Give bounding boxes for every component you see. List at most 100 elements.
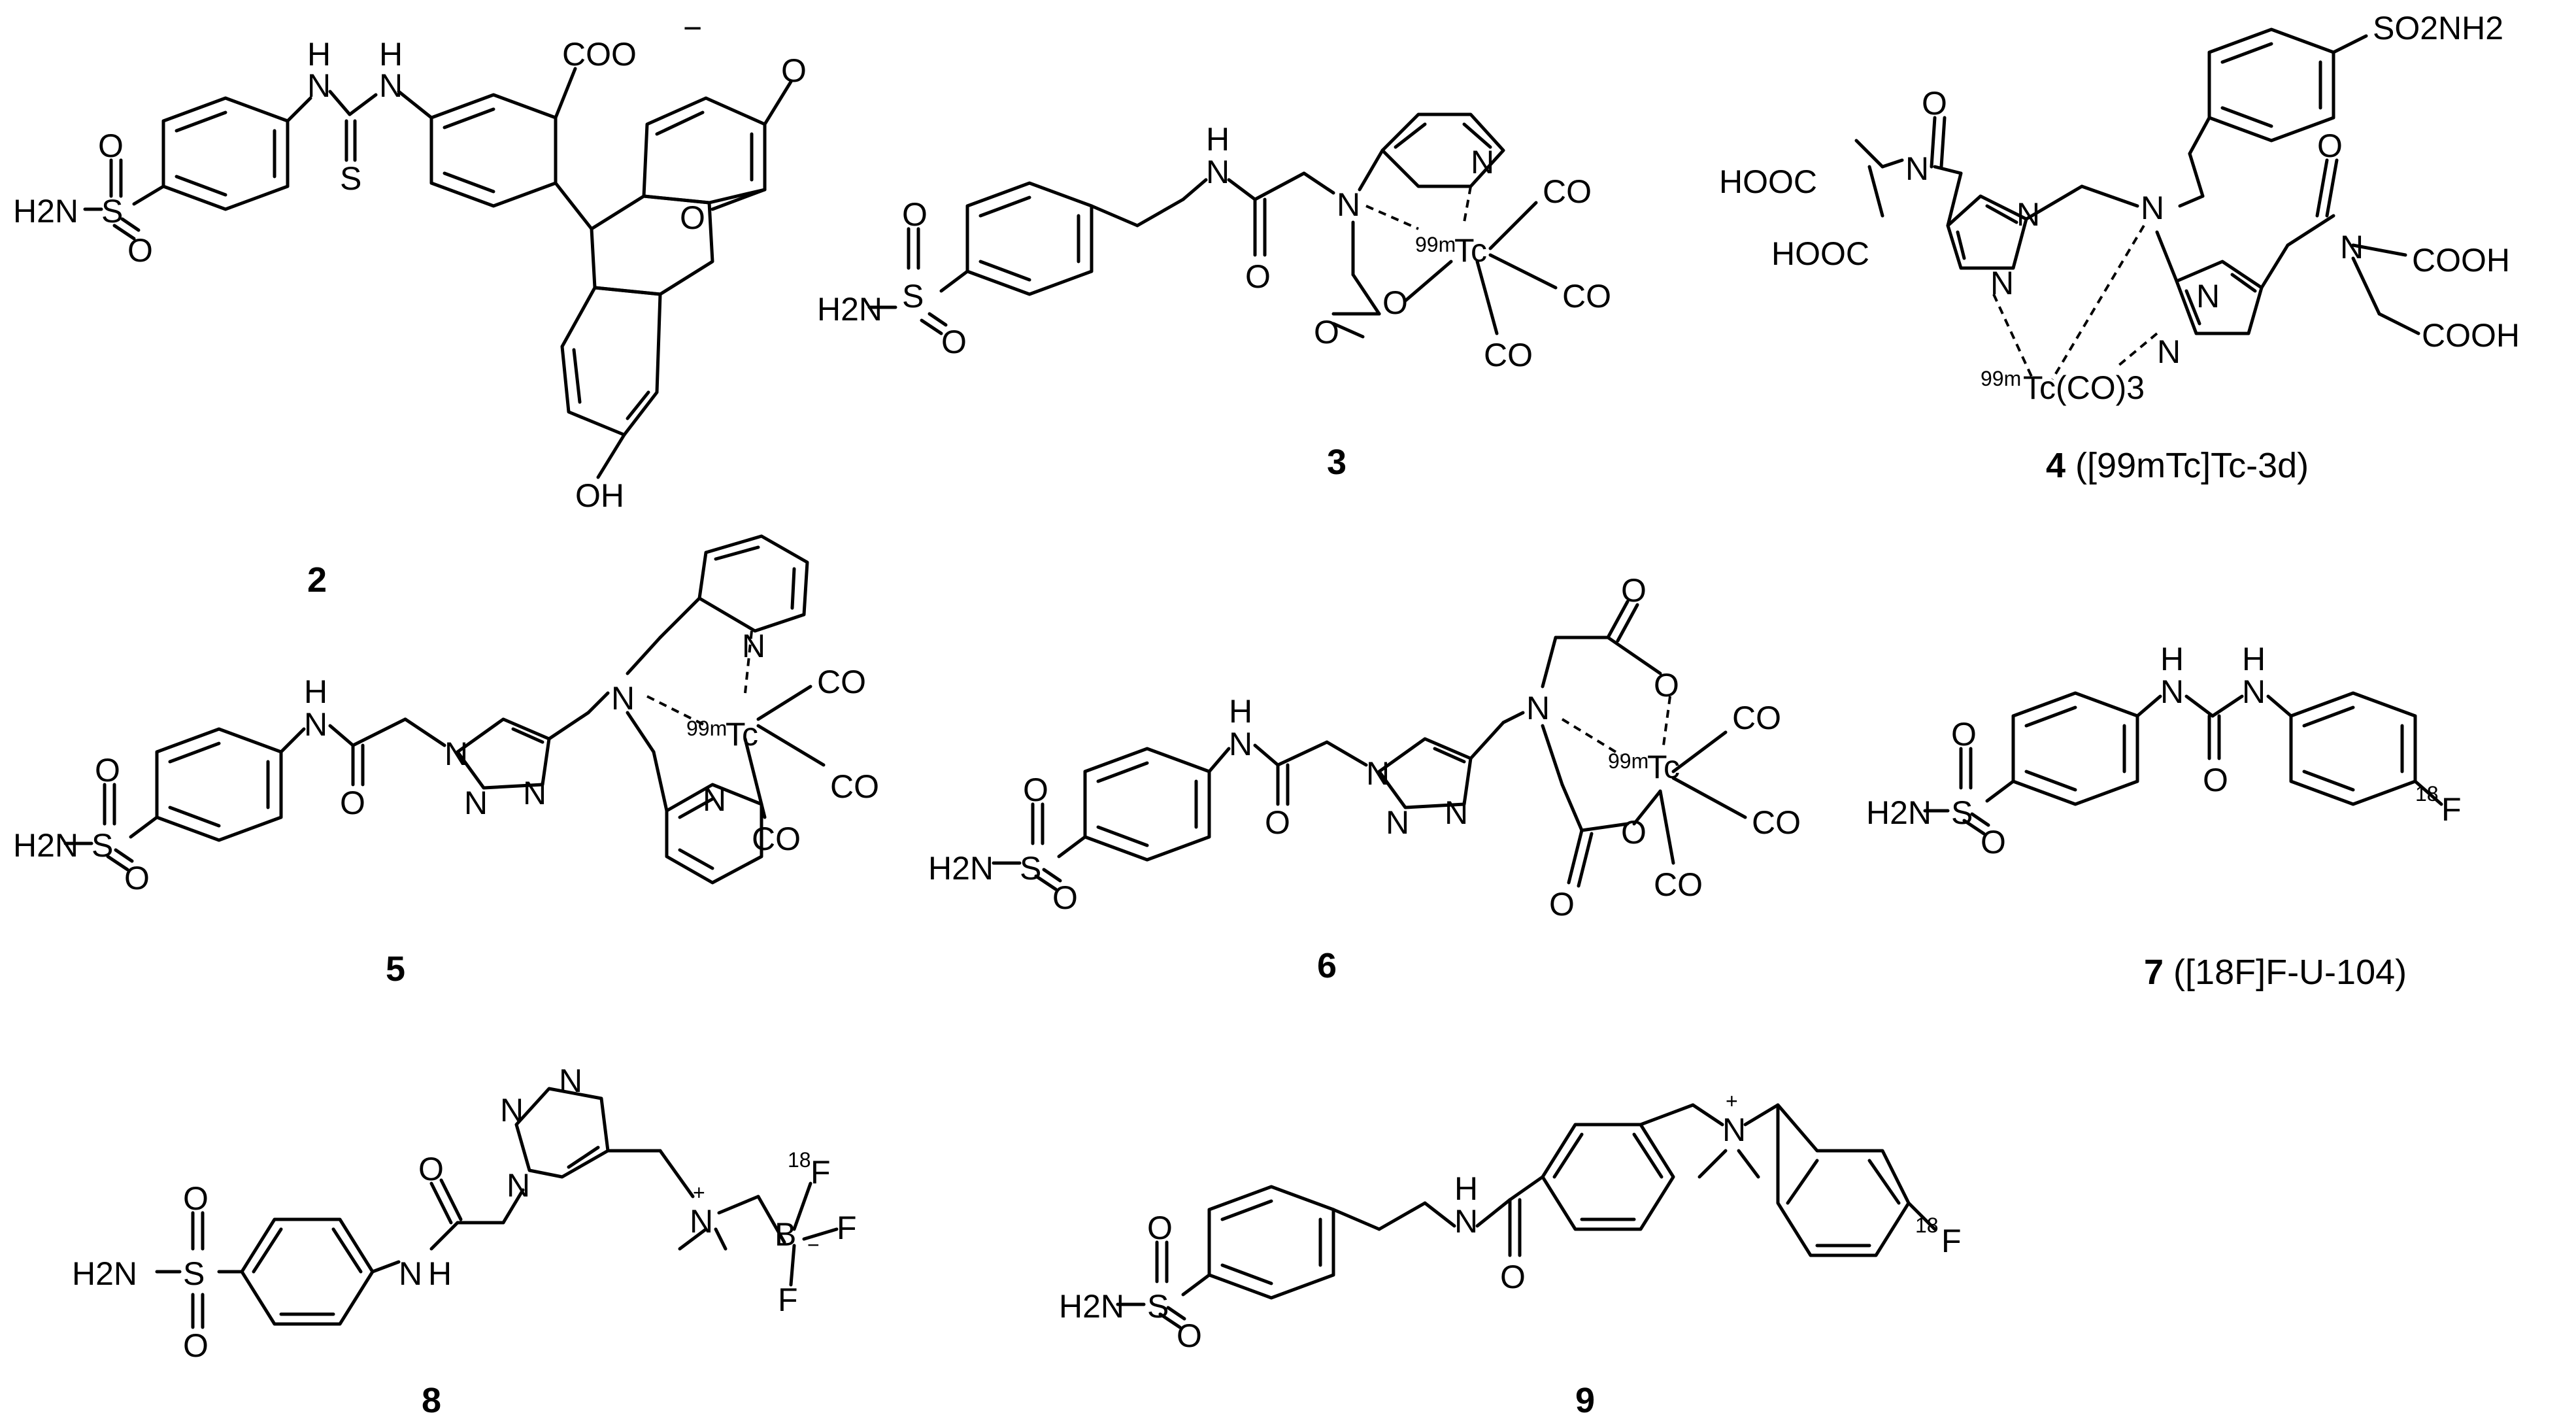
svg-text:N: N <box>742 628 765 664</box>
svg-text:N: N <box>1366 755 1390 792</box>
svg-text:99m: 99m <box>1415 233 1456 256</box>
svg-text:Tc: Tc <box>726 716 758 753</box>
svg-text:N: N <box>507 1167 530 1204</box>
svg-text:CO: CO <box>1543 173 1592 210</box>
svg-text:O: O <box>1951 716 1977 753</box>
svg-text:CO: CO <box>1732 700 1781 736</box>
svg-text:HOOC: HOOC <box>1719 163 1817 200</box>
svg-text:SO2NH2: SO2NH2 <box>2373 10 2503 46</box>
svg-text:O: O <box>1314 314 1339 350</box>
svg-text:O: O <box>127 232 153 269</box>
compound-4-structure <box>1854 27 2420 381</box>
svg-text:S: S <box>1020 850 1041 887</box>
svg-text:O: O <box>1654 667 1679 704</box>
svg-text:COOH: COOH <box>2412 242 2510 279</box>
svg-text:O: O <box>680 199 705 236</box>
compound-6-structure <box>992 600 1747 891</box>
svg-text:N: N <box>2340 229 2364 265</box>
compound-label: 9 <box>1575 1381 1595 1420</box>
svg-text:99m: 99m <box>1981 367 2021 390</box>
svg-text:N: N <box>1722 1112 1746 1148</box>
svg-text:−: − <box>807 1233 820 1257</box>
svg-text:O: O <box>1265 804 1290 841</box>
svg-text:O: O <box>1621 572 1647 609</box>
svg-text:N: N <box>1229 726 1252 762</box>
svg-text:CO: CO <box>1752 804 1801 841</box>
svg-text:O: O <box>1922 85 1947 122</box>
svg-text:F: F <box>837 1210 857 1246</box>
compound-label: 5 <box>386 949 405 989</box>
compound-label: 3 <box>1327 443 1347 482</box>
svg-text:N: N <box>464 785 488 821</box>
svg-text:CO: CO <box>1562 278 1611 314</box>
svg-text:O: O <box>418 1151 444 1187</box>
svg-text:O: O <box>1147 1210 1173 1246</box>
compound-3-structure <box>867 112 1558 339</box>
svg-text:99m: 99m <box>686 717 727 740</box>
svg-text:N: N <box>2160 673 2184 710</box>
svg-text:N: N <box>1206 154 1229 190</box>
svg-text:F: F <box>811 1154 831 1191</box>
svg-text:CO: CO <box>830 768 879 805</box>
svg-text:S: S <box>92 827 113 864</box>
svg-text:O: O <box>1023 772 1048 808</box>
svg-text:18: 18 <box>2415 782 2439 806</box>
svg-text:N: N <box>1471 144 1494 180</box>
svg-text:H: H <box>1454 1170 1478 1207</box>
compound-5-structure <box>63 534 826 885</box>
svg-text:H2N: H2N <box>928 850 994 887</box>
svg-text:N: N <box>611 680 635 717</box>
svg-text:H2N: H2N <box>13 193 78 229</box>
svg-text:N: N <box>2157 333 2181 370</box>
svg-text:H: H <box>428 1255 452 1292</box>
svg-text:O: O <box>1052 879 1078 916</box>
compound-9-structure <box>1116 1103 1937 1329</box>
compound-2-structure <box>83 67 793 479</box>
compound-3-atoms: H2N S O O N H O N N 99m Tc CO CO CO O O <box>817 121 1611 373</box>
svg-text:H: H <box>1229 693 1252 730</box>
svg-text:H: H <box>304 673 327 710</box>
svg-text:HOOC: HOOC <box>1771 235 1869 272</box>
svg-text:O: O <box>1981 824 2006 860</box>
svg-text:CO: CO <box>1654 866 1703 903</box>
svg-text:F: F <box>1941 1223 1962 1259</box>
svg-text:−: − <box>683 10 702 46</box>
svg-text:H: H <box>379 36 403 73</box>
svg-text:F: F <box>2441 791 2462 828</box>
svg-text:S: S <box>340 160 361 197</box>
svg-text:N: N <box>703 781 726 818</box>
svg-text:O: O <box>1382 284 1408 321</box>
compound-5-atoms: H2N S O O N H O N N N N N N 99m Tc CO CO… <box>13 628 879 896</box>
svg-text:N: N <box>1526 690 1550 726</box>
svg-text:18: 18 <box>1915 1214 1939 1237</box>
svg-text:N: N <box>2242 673 2266 710</box>
svg-text:O: O <box>95 752 120 789</box>
svg-text:O: O <box>124 860 150 896</box>
svg-text:Tc: Tc <box>1647 749 1680 785</box>
svg-text:N: N <box>304 706 327 743</box>
svg-text:OH: OH <box>575 477 624 514</box>
svg-text:COO: COO <box>562 36 637 73</box>
svg-text:O: O <box>1177 1317 1202 1354</box>
svg-text:S: S <box>1951 794 1973 831</box>
compound-label: 7 ([18F]F-U-104) <box>2144 953 2407 992</box>
svg-text:H2N: H2N <box>1866 794 1932 831</box>
svg-text:F: F <box>778 1282 798 1318</box>
svg-text:O: O <box>183 1327 209 1364</box>
svg-text:O: O <box>1500 1259 1526 1295</box>
svg-text:H: H <box>2242 641 2266 677</box>
compound-7-atoms: H2N S O O N H N H O 18 F <box>1866 641 2462 860</box>
svg-text:N: N <box>1454 1203 1478 1240</box>
svg-text:S: S <box>183 1255 205 1292</box>
svg-text:H2N: H2N <box>72 1255 137 1292</box>
svg-text:O: O <box>2317 127 2343 164</box>
svg-text:N: N <box>523 775 546 811</box>
svg-text:99m: 99m <box>1608 749 1648 773</box>
svg-text:N: N <box>1445 794 1468 831</box>
svg-text:O: O <box>183 1180 209 1217</box>
svg-text:H2N: H2N <box>1059 1288 1124 1325</box>
svg-text:N: N <box>444 736 468 772</box>
svg-text:N: N <box>690 1203 713 1240</box>
